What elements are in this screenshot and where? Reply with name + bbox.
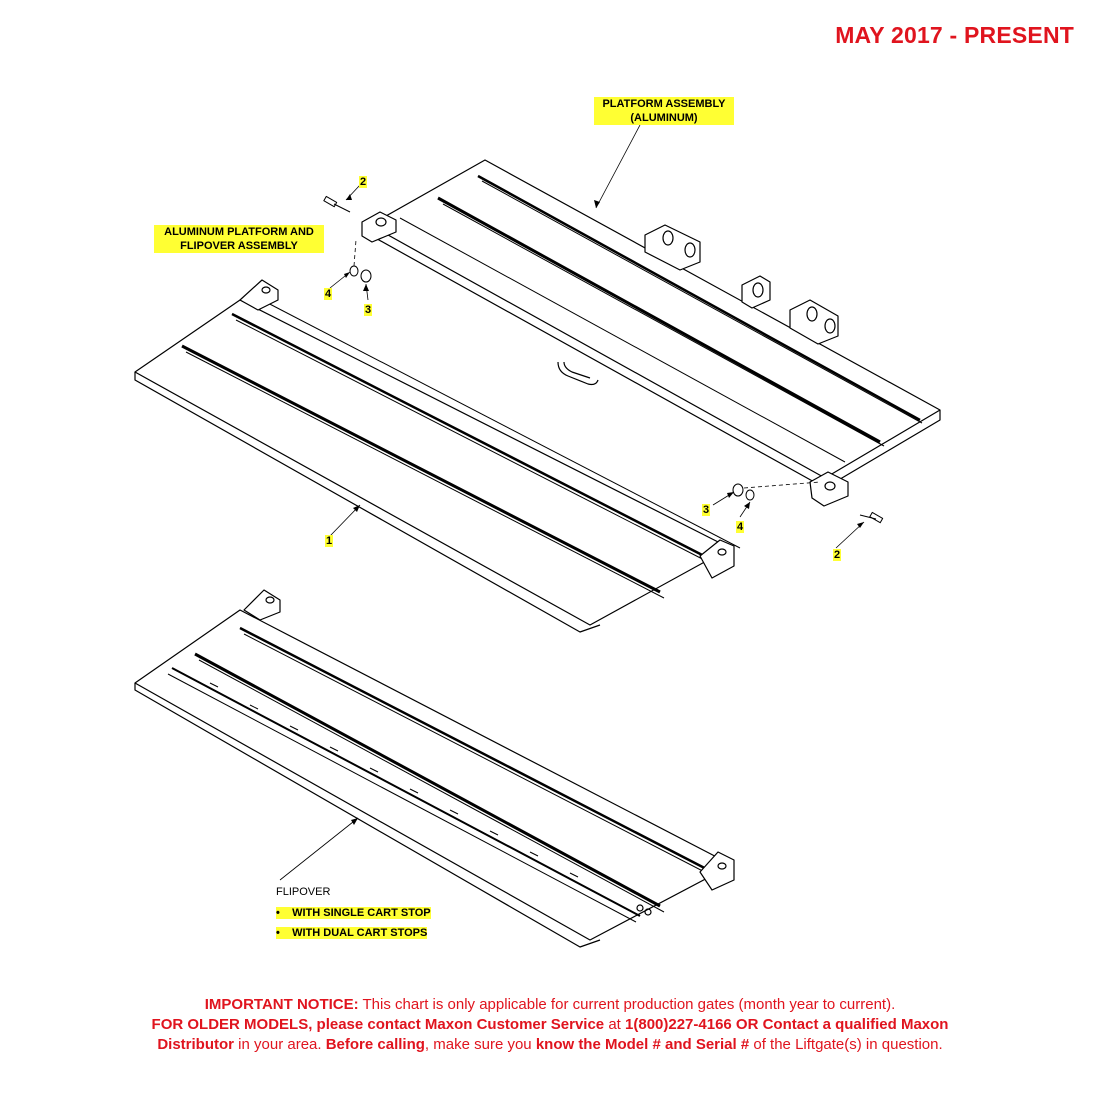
bullet-mark: • [276, 907, 280, 919]
bullet-mark: • [276, 927, 280, 939]
single-cart-stop-text: WITH SINGLE CART STOP [292, 907, 431, 919]
notice-line-3-area: in your area. [234, 1036, 326, 1053]
dual-cart-stops-label: • WITH DUAL CART STOPS [276, 927, 428, 939]
callout-2-bottom: 2 [833, 549, 842, 561]
callout-4-left: 4 [324, 288, 333, 300]
notice-line-3: Distributor in your area. Before calling… [0, 1035, 1100, 1055]
notice-model-serial: know the Model # and Serial # [535, 1036, 750, 1053]
notice-line-3-sure: , make sure you [424, 1036, 536, 1053]
flipover-label: FLIPOVER [276, 886, 331, 898]
notice-phone: 1(800)227-4166 OR Contact a qualified Ma… [625, 1016, 949, 1033]
platform-assembly-label-line2: (ALUMINUM) [594, 111, 734, 125]
dual-cart-stops-text: WITH DUAL CART STOPS [292, 927, 428, 939]
aluminum-platform-flipover-label-line2: FLIPOVER ASSEMBLY [154, 239, 324, 253]
callout-2-top: 2 [359, 176, 368, 188]
notice-before-calling: Before calling [325, 1036, 425, 1053]
callout-3-right: 3 [702, 504, 711, 516]
single-cart-stop-label: • WITH SINGLE CART STOP [276, 907, 431, 919]
aluminum-platform-flipover-label-line1: ALUMINUM PLATFORM AND [154, 225, 324, 239]
callout-4-right: 4 [736, 521, 745, 533]
platform-plate-part [134, 279, 741, 633]
platform-assembly-label: PLATFORM ASSEMBLY (ALUMINUM) [594, 97, 734, 125]
notice-older-models: FOR OLDER MODELS, please contact Maxon C… [151, 1016, 605, 1033]
callout-3-left: 3 [364, 304, 373, 316]
notice-line-1: IMPORTANT NOTICE: This chart is only app… [0, 995, 1100, 1015]
notice-heading: IMPORTANT NOTICE: [204, 996, 359, 1013]
platform-assembly-label-line1: PLATFORM ASSEMBLY [594, 97, 734, 111]
platform-assembly-part [361, 159, 941, 507]
important-notice: IMPORTANT NOTICE: This chart is only app… [0, 995, 1100, 1055]
notice-distributor: Distributor [157, 1036, 234, 1053]
flipover-cart-stop-part [134, 589, 735, 948]
notice-line-2: FOR OLDER MODELS, please contact Maxon C… [0, 1015, 1100, 1035]
aluminum-platform-flipover-label: ALUMINUM PLATFORM AND FLIPOVER ASSEMBLY [154, 225, 324, 253]
date-range-title: MAY 2017 - PRESENT [835, 22, 1074, 48]
notice-line-1-text: This chart is only applicable for curren… [358, 996, 896, 1013]
notice-line-3-end: of the Liftgate(s) in question. [749, 1036, 943, 1053]
hardware-parts [323, 195, 884, 524]
callout-1: 1 [325, 535, 334, 547]
notice-line-2-at: at [604, 1016, 626, 1033]
